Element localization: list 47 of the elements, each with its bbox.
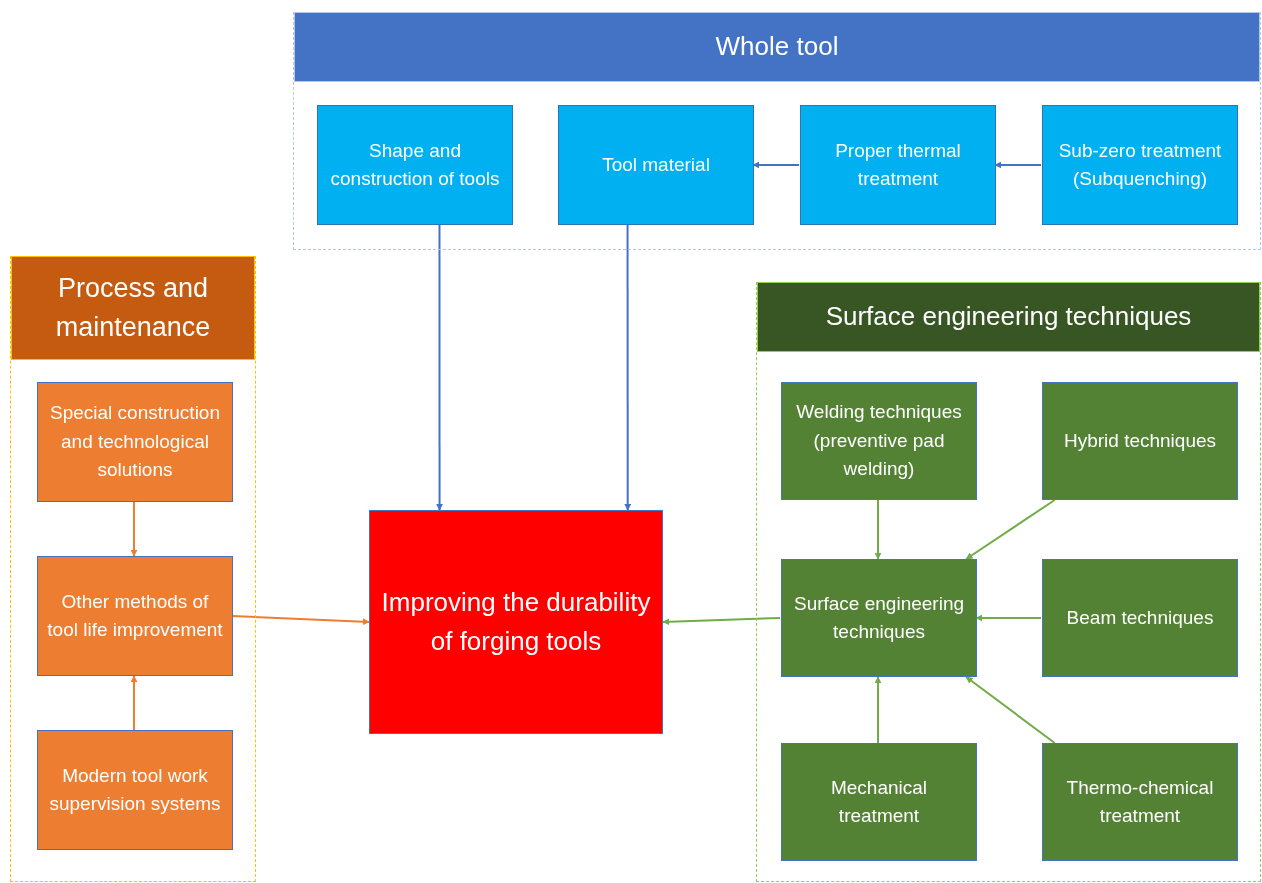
box-label: Beam techniques: [1065, 605, 1215, 630]
arrow: [994, 161, 1042, 169]
box-label: Improving the durability of forging tools: [380, 586, 652, 658]
goal-box: [369, 510, 663, 734]
process-box: [1042, 105, 1238, 225]
process-box: [37, 382, 233, 502]
arrow: [130, 501, 138, 557]
process-box: [1042, 743, 1238, 861]
group-panel: [10, 256, 256, 882]
box-label: Shape and construction of tools: [329, 138, 501, 191]
process-box: [37, 556, 233, 676]
arrow: [231, 615, 370, 626]
process-box: [781, 382, 977, 500]
process-box: [800, 105, 996, 225]
header-title: Surface engineering techniques: [824, 300, 1193, 334]
arrow: [874, 499, 882, 560]
header-title: Whole tool: [714, 30, 840, 64]
box-label: Proper thermal treatment: [834, 138, 962, 191]
process-box: [781, 559, 977, 677]
box-label: Mechanical treatment: [829, 775, 929, 828]
box-label: Tool material: [601, 152, 711, 177]
arrow: [130, 675, 138, 731]
arrow: [975, 614, 1042, 622]
group-panel: [756, 282, 1261, 882]
process-box: [1042, 382, 1238, 500]
box-label: Modern tool work supervision systems: [48, 763, 222, 816]
arrow: [662, 617, 781, 626]
box-label: Thermo-chemical treatment: [1065, 775, 1215, 828]
arrow: [436, 224, 444, 511]
arrow: [624, 224, 632, 511]
box-label: Welding techniques (preventive pad welding): [795, 400, 963, 482]
process-box: [37, 730, 233, 850]
box-label: Surface engineering techniques: [792, 591, 966, 644]
process-box: [1042, 559, 1238, 677]
process-box: [317, 105, 513, 225]
box-label: Hybrid techniques: [1062, 428, 1218, 453]
arrow: [752, 161, 800, 169]
group-panel: [293, 12, 1261, 250]
box-label: Special construction and technological solutions: [48, 401, 221, 483]
process-box: [558, 105, 754, 225]
arrow: [874, 676, 882, 744]
process-box: [781, 743, 977, 861]
box-label: Sub-zero treatment (Subquenching): [1057, 138, 1223, 191]
arrow: [965, 676, 1056, 744]
header-title: Process and maintenance: [54, 271, 212, 344]
arrow: [965, 499, 1056, 560]
box-label: Other methods of tool life improvement: [46, 589, 224, 642]
